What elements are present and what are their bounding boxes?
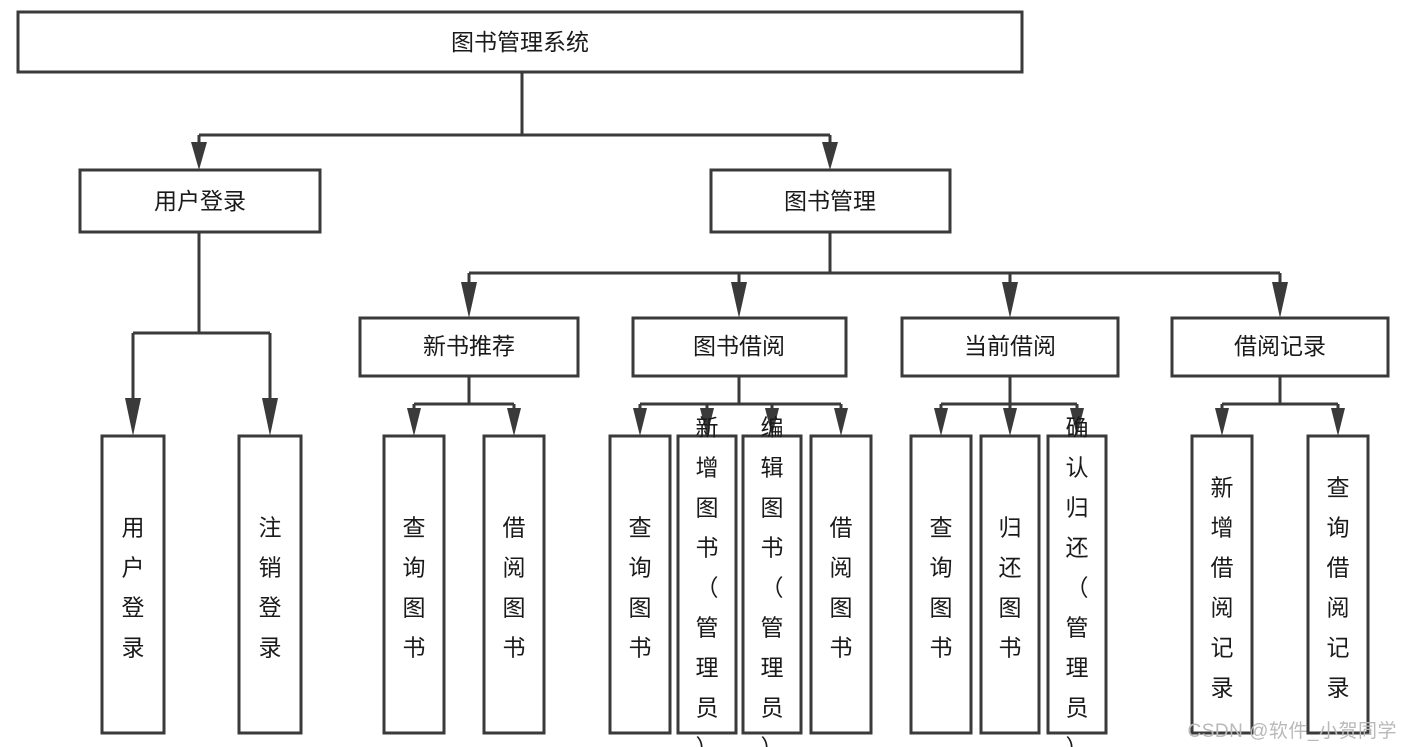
node-leaf-add-book-label: 新增图书（管理员） <box>696 415 719 747</box>
node-new-book-rec-box[interactable] <box>358 316 580 378</box>
node-leaf-query-book-3-box[interactable] <box>909 434 973 735</box>
arrow-head-icon <box>1272 282 1288 318</box>
arrow-head-icon <box>633 408 647 436</box>
arrow-head-icon <box>507 408 521 436</box>
node-current-borrow-box[interactable] <box>900 316 1120 378</box>
node-leaf-query-record[interactable]: 查询借阅记录 <box>1306 434 1370 735</box>
node-borrow-record-box[interactable] <box>1170 316 1390 378</box>
node-book-borrow[interactable]: 图书借阅 <box>631 316 848 378</box>
arrow-head-icon <box>1215 408 1229 436</box>
node-root-box[interactable] <box>16 10 1024 74</box>
node-leaf-add-record-box[interactable] <box>1190 434 1254 735</box>
node-leaf-return-book-label: 归还图书 <box>999 515 1022 661</box>
node-leaf-logout-box[interactable] <box>237 434 303 735</box>
arrow-head-icon <box>934 408 948 436</box>
node-leaf-confirm-return[interactable]: 确认归还（管理员） <box>1046 415 1108 747</box>
node-user-login[interactable]: 用户登录 <box>78 168 322 234</box>
leaf-layer: 用户登录 注销登录 查询图书 借阅图书 查询图书 新增图书（管理员） <box>100 415 1370 747</box>
arrow-head-icon <box>1002 282 1018 318</box>
node-leaf-return-book[interactable]: 归还图书 <box>979 434 1041 735</box>
node-leaf-query-book-2-label: 查询图书 <box>629 515 652 661</box>
node-new-book-rec[interactable]: 新书推荐 <box>358 316 580 378</box>
arrow-head-icon <box>822 142 838 170</box>
node-root[interactable]: 图书管理系统 <box>16 10 1024 74</box>
arrow-head-icon <box>834 408 848 436</box>
node-leaf-add-record[interactable]: 新增借阅记录 <box>1190 434 1254 735</box>
node-leaf-add-book-box[interactable] <box>676 434 738 735</box>
node-leaf-query-book-2[interactable]: 查询图书 <box>608 434 672 735</box>
node-leaf-user-login[interactable]: 用户登录 <box>100 434 166 735</box>
node-leaf-edit-book-box[interactable] <box>741 434 803 735</box>
node-leaf-user-login-box[interactable] <box>100 434 166 735</box>
node-leaf-confirm-return-label: 确认归还（管理员） <box>1066 415 1089 747</box>
node-leaf-query-book-2-box[interactable] <box>608 434 672 735</box>
node-leaf-borrow-book-1-label: 借阅图书 <box>503 515 526 661</box>
node-borrow-record[interactable]: 借阅记录 <box>1170 316 1390 378</box>
arrow-head-icon <box>461 282 477 318</box>
arrow-head-icon <box>1003 408 1017 436</box>
arrow-head-icon <box>407 408 421 436</box>
node-leaf-edit-book-label: 编辑图书（管理员） <box>761 415 784 747</box>
node-user-login-box[interactable] <box>78 168 322 234</box>
arrow-head-icon <box>125 398 141 436</box>
node-leaf-user-login-label: 用户登录 <box>122 515 145 661</box>
node-leaf-borrow-book-2-label: 借阅图书 <box>830 515 853 661</box>
node-user-login-label: 用户登录 <box>154 188 246 214</box>
arrow-head-icon <box>262 398 278 436</box>
arrow-head-icon <box>1331 408 1345 436</box>
arrow-head-icon <box>765 408 779 436</box>
node-leaf-query-book-3[interactable]: 查询图书 <box>909 434 973 735</box>
node-book-borrow-label: 图书借阅 <box>693 333 785 359</box>
node-leaf-query-book-1-box[interactable] <box>382 434 446 735</box>
edge-layer <box>125 72 1345 436</box>
node-current-borrow-label: 当前借阅 <box>964 333 1056 359</box>
node-leaf-query-book-1[interactable]: 查询图书 <box>382 434 446 735</box>
node-book-manage-label: 图书管理 <box>784 188 876 214</box>
arrow-head-icon <box>700 408 714 436</box>
arrow-head-icon <box>1070 408 1084 436</box>
node-book-manage-box[interactable] <box>709 168 952 234</box>
node-root-label: 图书管理系统 <box>451 29 589 55</box>
node-new-book-rec-label: 新书推荐 <box>423 333 515 359</box>
node-borrow-record-label: 借阅记录 <box>1234 333 1326 359</box>
node-leaf-query-record-box[interactable] <box>1306 434 1370 735</box>
node-leaf-edit-book[interactable]: 编辑图书（管理员） <box>741 415 803 747</box>
arrow-head-icon <box>191 142 207 170</box>
node-leaf-logout[interactable]: 注销登录 <box>237 434 303 735</box>
node-book-borrow-box[interactable] <box>631 316 848 378</box>
node-leaf-borrow-book-2[interactable]: 借阅图书 <box>809 434 873 735</box>
node-leaf-query-book-1-label: 查询图书 <box>403 515 426 661</box>
node-leaf-borrow-book-1-box[interactable] <box>482 434 546 735</box>
node-book-manage[interactable]: 图书管理 <box>709 168 952 234</box>
node-leaf-query-book-3-label: 查询图书 <box>930 515 953 661</box>
node-leaf-add-book[interactable]: 新增图书（管理员） <box>676 415 738 747</box>
node-leaf-borrow-book-1[interactable]: 借阅图书 <box>482 434 546 735</box>
node-current-borrow[interactable]: 当前借阅 <box>900 316 1120 378</box>
node-leaf-return-book-box[interactable] <box>979 434 1041 735</box>
node-leaf-logout-label: 注销登录 <box>259 515 282 661</box>
node-leaf-confirm-return-box[interactable] <box>1046 434 1108 735</box>
node-leaf-add-record-label: 新增借阅记录 <box>1211 475 1234 701</box>
node-leaf-borrow-book-2-box[interactable] <box>809 434 873 735</box>
arrow-head-icon <box>731 282 747 318</box>
node-leaf-query-record-label: 查询借阅记录 <box>1327 475 1350 701</box>
